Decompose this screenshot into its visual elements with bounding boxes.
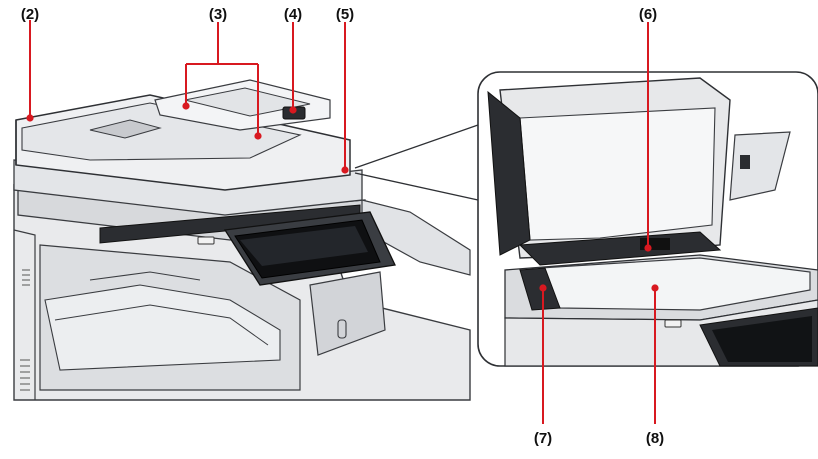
callout-label-6: (6) [639, 6, 657, 23]
callout-label-5: (5) [336, 6, 354, 23]
callout-label-7: (7) [534, 430, 552, 447]
zoom-connector [354, 124, 479, 201]
callout-label-8: (8) [646, 430, 664, 447]
callout-label-2: (2) [21, 6, 39, 23]
copier-machine [13, 79, 471, 401]
callout-label-3: (3) [209, 6, 227, 23]
callout-label-4: (4) [284, 6, 302, 23]
callout-lines [26, 20, 659, 424]
